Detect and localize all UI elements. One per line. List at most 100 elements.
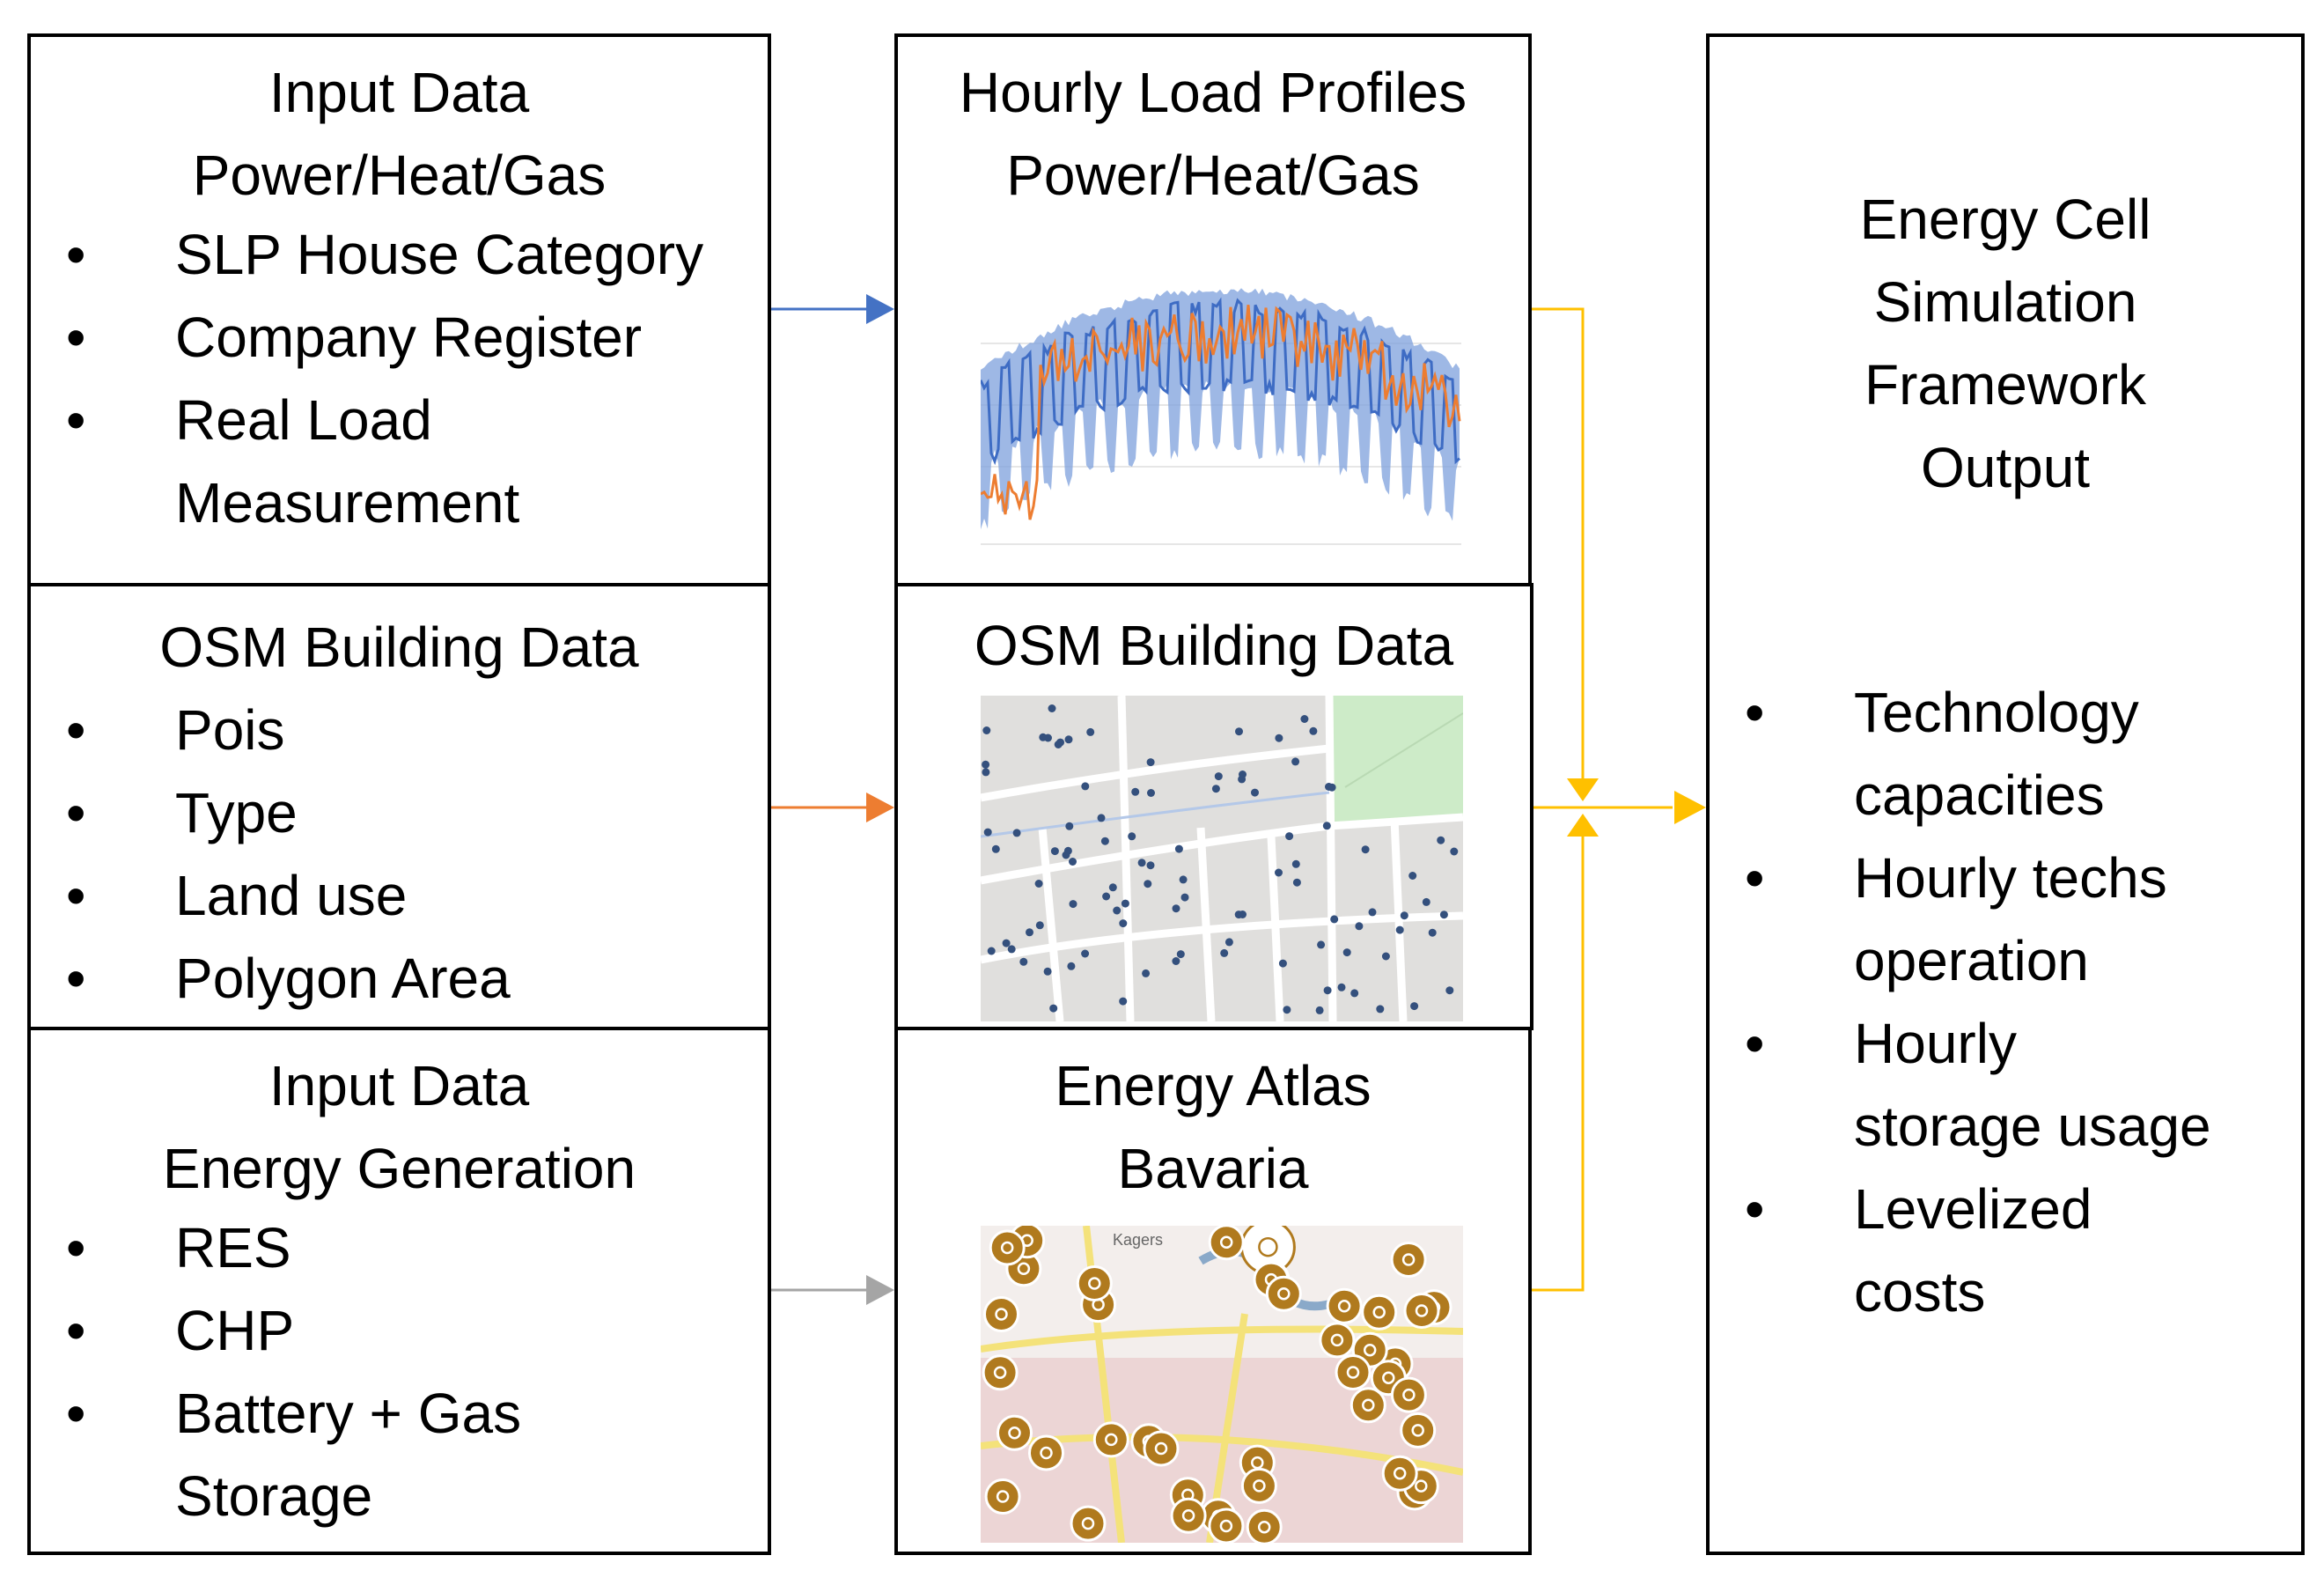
list-item-continuation: Storage <box>31 1455 768 1537</box>
building-dot <box>1445 986 1454 995</box>
building-dot <box>1119 919 1128 928</box>
building-dot <box>1376 1005 1385 1014</box>
building-dot <box>1146 758 1155 767</box>
building-dot <box>983 828 992 837</box>
building-dot <box>1239 910 1247 918</box>
list-item-text: Measurement <box>175 471 520 534</box>
building-dot <box>1048 704 1056 712</box>
list-item: •Levelized <box>1710 1168 2301 1250</box>
osm-input-list: •Pois •Type •Land use •Polygon Area <box>31 689 768 1020</box>
list-item-text: Type <box>175 781 298 844</box>
building-dot <box>1019 957 1028 966</box>
input-power-heat-gas-box: Input Data Power/Heat/Gas •SLP House Cat… <box>27 33 771 586</box>
plant-marker <box>1350 1387 1386 1424</box>
list-item: •Technology <box>1710 671 2301 754</box>
building-dot <box>1102 892 1111 901</box>
building-dot <box>1211 785 1220 793</box>
arrowhead-load-input <box>866 294 894 324</box>
map-place-label: Kagers <box>1113 1231 1163 1249</box>
building-dot <box>1043 967 1052 976</box>
building-dot <box>1065 822 1074 830</box>
plant-marker <box>1400 1412 1437 1449</box>
plant-marker <box>1070 1505 1107 1542</box>
building-dot <box>1050 847 1059 856</box>
box-title-line: Input Data <box>268 61 530 124</box>
building-dot <box>1049 1004 1058 1013</box>
plant-marker <box>1403 1293 1440 1329</box>
building-dot <box>1235 727 1243 736</box>
building-dot <box>1342 948 1351 957</box>
building-dot <box>1214 772 1223 781</box>
building-dot <box>1063 846 1072 855</box>
building-dot <box>1174 844 1183 853</box>
list-item: •CHP <box>31 1289 768 1372</box>
building-dot <box>1317 940 1326 949</box>
plant-marker <box>1092 1421 1129 1458</box>
list-item: •Polygon Area <box>31 937 768 1020</box>
merge-arrowhead-down <box>1567 778 1599 801</box>
osm-building-data-box: OSM Building Data <box>894 583 1533 1030</box>
plant-marker <box>1028 1434 1064 1471</box>
box-title-line: Input Data <box>268 1054 530 1117</box>
list-item: •SLP House Category <box>31 213 768 296</box>
plant-marker <box>997 1414 1033 1451</box>
building-dot <box>982 726 991 734</box>
building-dot <box>1292 878 1301 887</box>
plant-marker <box>1143 1430 1180 1467</box>
box-title-line: Energy Atlas <box>1055 1054 1372 1117</box>
list-item: •Hourly techs <box>1710 837 2301 919</box>
building-dot <box>1322 822 1331 830</box>
plant-marker <box>1326 1287 1363 1324</box>
list-item: •Type <box>31 771 768 854</box>
list-item-continuation: capacities <box>1710 754 2301 837</box>
building-dot <box>1291 757 1300 766</box>
arrowhead-generation-input <box>866 1275 894 1305</box>
building-dot <box>1012 829 1021 837</box>
building-dot <box>1408 872 1417 880</box>
building-dot <box>1251 788 1259 797</box>
list-item-text: storage usage <box>1854 1095 2211 1158</box>
building-dot <box>1172 904 1180 913</box>
building-dot <box>1147 789 1155 797</box>
input-power-list: •SLP House Category •Company Register •R… <box>31 213 768 544</box>
box-title-line: OSM Building Data <box>159 616 639 679</box>
output-title-line: Output <box>1920 436 2091 499</box>
plant-marker <box>1170 1497 1207 1534</box>
building-dot <box>1220 948 1229 957</box>
building-dot <box>1026 928 1033 937</box>
output-arrowhead <box>1674 791 1706 824</box>
box-title-line: Power/Heat/Gas <box>1006 144 1420 207</box>
plant-marker <box>1208 1508 1245 1543</box>
building-dot <box>1323 986 1332 995</box>
energy-atlas-map: Kagers <box>981 1226 1463 1543</box>
list-item-continuation: Measurement <box>31 461 768 544</box>
building-dot <box>1034 880 1043 888</box>
bullet: • <box>66 1382 86 1445</box>
box-title-line: OSM Building Data <box>974 614 1454 677</box>
building-dot <box>1428 928 1437 937</box>
list-item-text: costs <box>1854 1260 1986 1323</box>
building-dot <box>991 844 1000 853</box>
bullet: • <box>66 947 86 1010</box>
building-dot <box>1330 915 1339 924</box>
bullet: • <box>1745 1012 1765 1075</box>
load-profile-chart <box>981 288 1461 545</box>
building-dot <box>1355 922 1364 931</box>
building-dot <box>1113 906 1122 915</box>
building-dot <box>1142 969 1151 977</box>
building-dot <box>1069 900 1077 909</box>
building-dot <box>1278 959 1287 968</box>
building-dot <box>1361 845 1370 854</box>
building-dot <box>1275 868 1283 877</box>
merge-connector <box>1530 307 1673 1292</box>
bullet: • <box>1745 681 1765 744</box>
hourly-load-profiles-box: Hourly Load Profiles Power/Heat/Gas <box>894 33 1532 586</box>
building-dot <box>1275 734 1283 742</box>
plant-marker <box>1240 1467 1277 1504</box>
plant-marker <box>1390 1242 1427 1278</box>
list-item: •Company Register <box>31 296 768 379</box>
list-item: •Land use <box>31 854 768 937</box>
building-dot <box>1137 859 1146 867</box>
plant-marker <box>984 1478 1021 1515</box>
